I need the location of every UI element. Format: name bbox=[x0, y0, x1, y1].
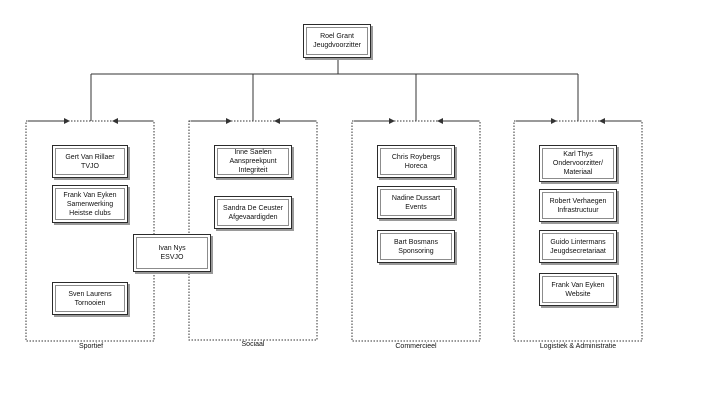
root-role: Jeugdvoorzitter bbox=[313, 42, 361, 49]
member-node: Nadine Dussart Events bbox=[377, 186, 455, 219]
member-text: Robert Verhaegen Infrastructuur bbox=[549, 197, 607, 214]
member-node: Frank Van Eyken Website bbox=[539, 273, 617, 306]
member-text: Sandra De Ceuster Afgevaardigden bbox=[223, 204, 283, 221]
member-text: Chris Roybergs Horeca bbox=[391, 153, 441, 170]
member-node: Robert Verhaegen Infrastructuur bbox=[539, 189, 617, 222]
department-label: Sociaal bbox=[241, 341, 265, 348]
department-label: Logistiek & Administratie bbox=[539, 343, 617, 350]
department-label: Commercieel bbox=[395, 343, 437, 350]
member-text: Inne Saelen Aanspreekpunt Integriteit bbox=[229, 149, 277, 174]
department-frame bbox=[351, 120, 481, 342]
department-frame bbox=[25, 120, 155, 342]
department-frame bbox=[513, 120, 643, 342]
member-text: Frank Van Eyken Samenwerking Heistse clu… bbox=[63, 191, 117, 217]
member-node: Sandra De Ceuster Afgevaardigden bbox=[214, 196, 292, 229]
member-text: Karl Thys Ondervoorzitter/ Materiaal bbox=[552, 151, 604, 176]
member-node: Gert Van Rillaer TVJO bbox=[52, 145, 128, 178]
member-node: Frank Van Eyken Samenwerking Heistse clu… bbox=[52, 185, 128, 223]
member-text: Frank Van Eyken Website bbox=[551, 281, 605, 298]
member-text: Bart Bosmans Sponsoring bbox=[394, 238, 438, 255]
member-node: Inne Saelen Aanspreekpunt Integriteit bbox=[214, 145, 292, 178]
department-frame bbox=[188, 120, 318, 341]
member-node: Karl Thys Ondervoorzitter/ Materiaal bbox=[539, 145, 617, 182]
root-name: Roel Grant bbox=[320, 33, 354, 40]
member-text: Gert Van Rillaer TVJO bbox=[65, 153, 115, 170]
member-node: Guido Lintermans Jeugdsecretariaat bbox=[539, 230, 617, 263]
floating-node: Ivan Nys ESVJO bbox=[133, 234, 211, 272]
member-node: Sven Laurens Tornooien bbox=[52, 282, 128, 315]
member-text: Sven Laurens Tornooien bbox=[68, 290, 112, 307]
member-node: Bart Bosmans Sponsoring bbox=[377, 230, 455, 263]
member-node: Chris Roybergs Horeca bbox=[377, 145, 455, 178]
member-text: Guido Lintermans Jeugdsecretariaat bbox=[550, 238, 606, 255]
department-label: Sportief bbox=[78, 343, 104, 350]
member-text: Nadine Dussart Events bbox=[391, 194, 441, 211]
floating-text: Ivan Nys ESVJO bbox=[158, 245, 186, 261]
